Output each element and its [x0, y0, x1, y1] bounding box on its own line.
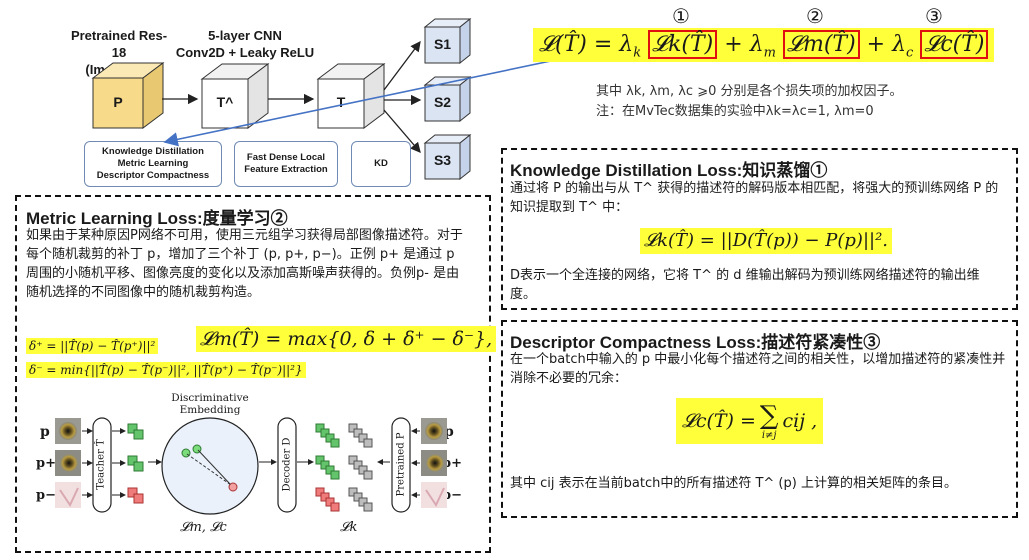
fig-loss-right: 𝓛k: [340, 520, 357, 535]
dc-formula-lhs: 𝓛c(T̂) =: [682, 410, 756, 432]
main-formula: 𝓛(T̂) = λk 𝓛k(T̂) + λm 𝓛m(T̂) + λc 𝓛c(T̂…: [533, 28, 994, 62]
dc-formula: 𝓛c(T̂) = ∑ i≠j cij ,: [676, 398, 823, 444]
kd-after: D表示一个全连接的网络，它将 T^ 的 d 维输出解码为预训练网络描述符的输出维…: [510, 266, 1004, 304]
kd-formula: 𝓛k(T̂) = ||D(T̂(p)) − P(p)||².: [640, 228, 892, 254]
discriminative-embedding-label: Discriminative Embedding: [160, 392, 260, 416]
formula-sub-m: m: [764, 45, 776, 60]
right-image-pminus: [421, 482, 447, 508]
descriptor-squares-left: [128, 424, 143, 503]
dc-formula-term: cij ,: [782, 410, 817, 432]
dc-formula-sub: i≠j: [762, 430, 777, 441]
circled-1: ①: [672, 4, 690, 29]
left-image-pplus: [55, 450, 81, 476]
fig-embedding: Embedding: [160, 404, 260, 416]
formula-term-m: 𝓛m(T̂): [783, 30, 860, 59]
formula-sub-k: k: [633, 45, 641, 60]
formula-plus-2: + λ: [867, 32, 906, 57]
right-image-p: [421, 418, 447, 444]
dc-body: 在一个batch中输入的 p 中最小化每个描述符之间的相关性，以增加描述符的紧凑…: [510, 350, 1008, 388]
fig-loss-left: 𝓛m, 𝓛c: [180, 520, 227, 535]
formula-term-k: 𝓛k(T̂): [648, 30, 717, 59]
left-image-p: [55, 418, 81, 444]
formula-lhs: 𝓛(T̂) = λ: [539, 32, 633, 57]
fig-decoder-label: Decoder D: [282, 420, 293, 510]
decoder-output-squares: [316, 424, 372, 511]
fig-discriminative: Discriminative: [160, 392, 260, 404]
right-image-pplus: [421, 450, 447, 476]
embedding-circle: [162, 418, 258, 514]
dc-formula-sum: ∑: [760, 402, 779, 430]
fig-teacher-label: Teacher T̂: [96, 420, 107, 510]
circled-3: ③: [925, 4, 943, 29]
fig-pretrained-label: Pretrained P: [396, 420, 407, 510]
formula-sub-c: c: [906, 45, 913, 60]
formula-note-2: 注：在MvTec数据集的实验中λk=λc=1, λm=0: [596, 100, 874, 119]
formula-note-1: 其中 λk, λm, λc ⩾0 分别是各个损失项的加权因子。: [596, 80, 903, 99]
circled-2: ②: [806, 4, 824, 29]
metric-figure-graphics: [0, 0, 500, 560]
kd-body: 通过将 P 的输出与从 T^ 获得的描述符的解码版本相匹配，将强大的预训练网络 …: [510, 179, 1004, 217]
dc-after: 其中 cij 表示在当前batch中的所有描述符 T^ (p) 上计算的相关矩阵…: [510, 474, 1004, 493]
kd-title: Knowledge Distillation Loss:知识蒸馏①: [510, 156, 827, 181]
formula-plus-1: + λ: [724, 32, 763, 57]
formula-term-c: 𝓛c(T̂): [920, 30, 988, 59]
left-image-pminus: [55, 482, 81, 508]
